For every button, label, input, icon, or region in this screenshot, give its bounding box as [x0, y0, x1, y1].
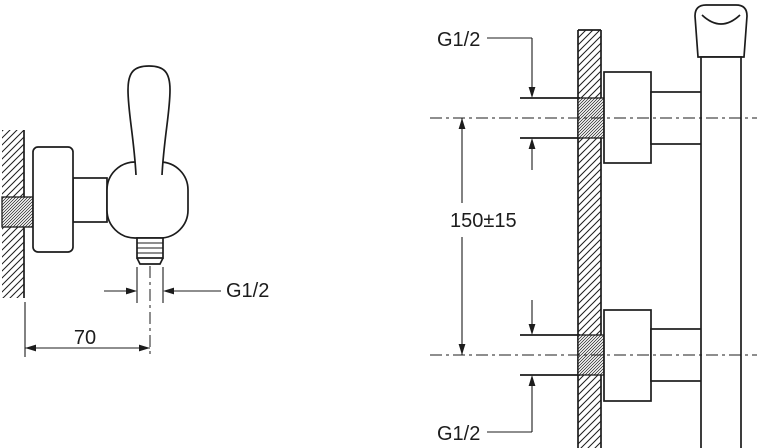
arrowhead-up: [528, 138, 536, 149]
dimension-label-bottom-thread: G1/2: [437, 423, 480, 445]
arrowhead-up: [458, 118, 466, 129]
shower-column: [700, 56, 742, 448]
handshower-bracket: [694, 4, 748, 58]
dimension-label-center-distance: 150±15: [450, 210, 517, 232]
arrowhead-left: [163, 287, 174, 295]
escutcheon: [32, 146, 74, 253]
arrowhead-right: [126, 287, 137, 295]
dimension-label-top-thread: G1/2: [437, 29, 480, 51]
dimension-label-left-offset: 70: [74, 327, 96, 349]
arrowhead-left: [25, 344, 36, 352]
arrowhead-down: [458, 344, 466, 355]
thread-in-wall: [1, 196, 34, 228]
left-view: G1/2 70: [1, 65, 269, 357]
arrowhead-down: [528, 324, 536, 335]
outlet-taper: [136, 257, 164, 265]
valve-neck: [72, 177, 108, 223]
bracket-arc: [701, 14, 741, 25]
dimension-label-left-thread: G1/2: [226, 280, 269, 302]
valve-handle: [127, 65, 171, 176]
arrowhead-down: [528, 87, 536, 98]
valve-handle-fill: [128, 66, 170, 175]
arrowhead-right: [139, 344, 150, 352]
arrowhead-up: [528, 375, 536, 386]
right-view: G1/2 150±15 G1/2: [430, 4, 757, 448]
wall-hatch-right: [578, 30, 601, 448]
